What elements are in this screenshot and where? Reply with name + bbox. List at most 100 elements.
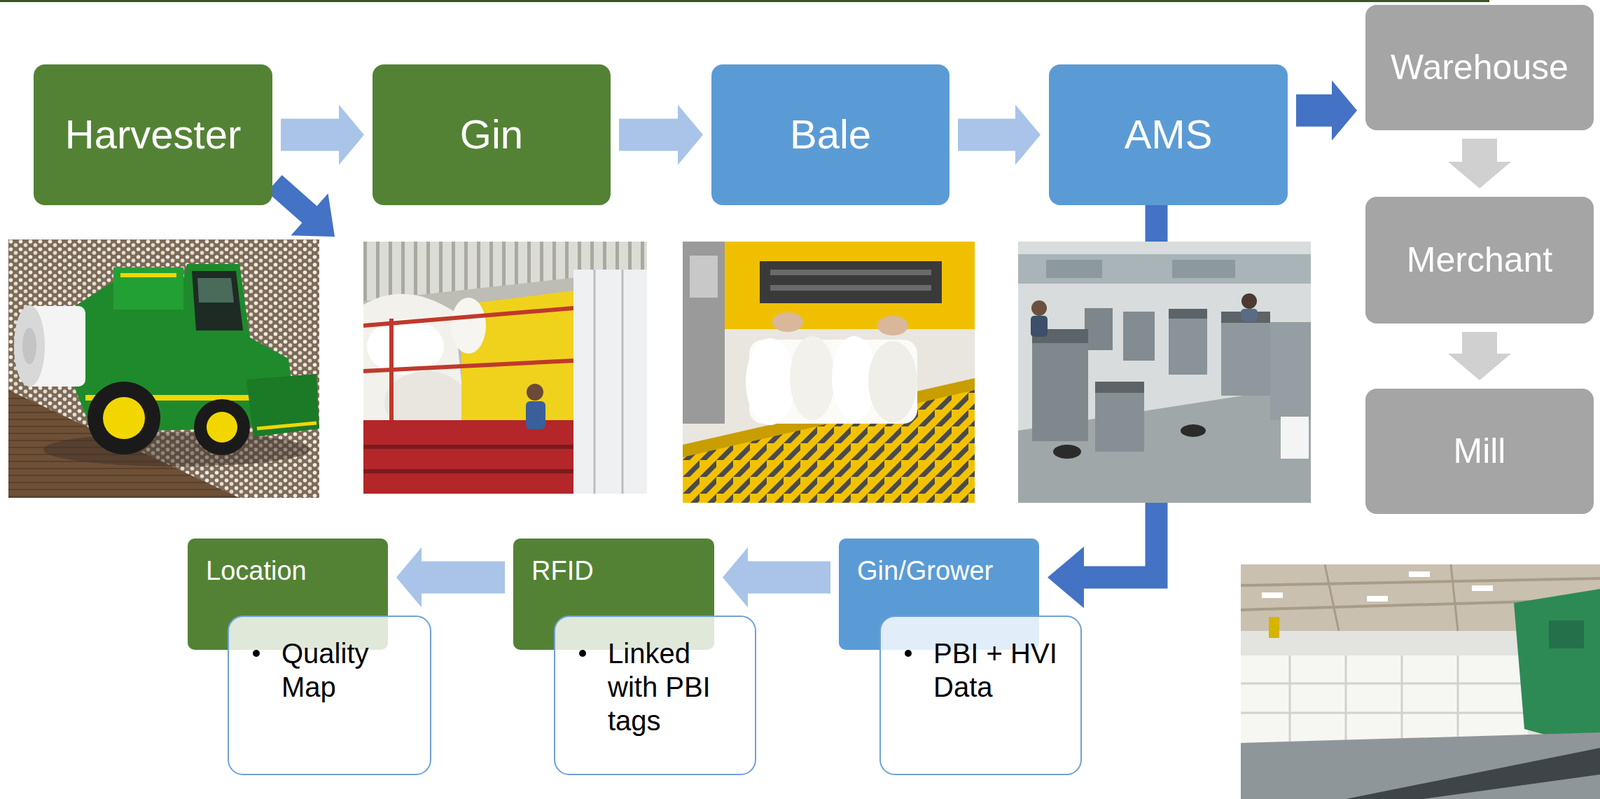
testing-machine-row-part — [1221, 318, 1271, 396]
harvester-machine-part — [87, 381, 161, 455]
warehouse-photo-part — [1261, 592, 1283, 598]
ams-lab-photo-part — [1241, 293, 1257, 309]
arrow-shaft — [420, 561, 505, 594]
bale-stacks-part — [1345, 655, 1348, 743]
flow-arrow — [280, 105, 365, 166]
ams-lab-photo-part — [1046, 259, 1103, 278]
arrow-shaft — [1296, 94, 1333, 127]
bale-photo-part — [877, 315, 909, 336]
box-label: Mill — [1453, 431, 1507, 472]
bale-photo-part — [682, 241, 975, 503]
warehouse-photo — [1240, 564, 1600, 799]
bale-photo-part — [770, 269, 932, 276]
testing-machine-row-part — [1053, 444, 1082, 459]
downstream-box: Mill — [1365, 388, 1594, 514]
warehouse-photo-part — [1268, 616, 1280, 638]
harvester-machine — [14, 263, 320, 467]
bale-stacks-part — [1240, 682, 1528, 685]
gin-photo-part — [525, 401, 546, 430]
bale-stacks-part — [1401, 655, 1404, 743]
box-label: AMS — [1124, 111, 1213, 159]
harvester-machine-part — [102, 397, 145, 440]
bale-photo-part — [682, 241, 725, 424]
box-label: Gin/Grower — [857, 555, 993, 588]
arrow-head — [338, 105, 365, 166]
harvester-machine-part — [113, 267, 184, 310]
pointer-arrow-part — [266, 175, 335, 237]
flow-arrow — [618, 105, 704, 166]
gin-photo — [363, 241, 648, 494]
bullet-dot — [904, 649, 912, 657]
harvester-machine-part — [22, 327, 37, 365]
gin-photo-part — [363, 241, 648, 494]
warehouse-photo-part — [1408, 571, 1430, 577]
bale-photo-part — [724, 241, 975, 330]
box-label: Location — [205, 555, 307, 588]
flow-arrow — [1296, 80, 1358, 141]
warehouse-photo-part — [1548, 620, 1584, 649]
stage-box: Bale — [711, 64, 950, 206]
box-label: Merchant — [1406, 240, 1553, 281]
ams-lab-photo-part — [1172, 259, 1236, 278]
warehouse-photo-part — [1366, 595, 1388, 602]
flow-arrow — [722, 547, 831, 608]
harvester-photo — [8, 239, 320, 498]
bale-stacks-part — [1457, 655, 1460, 743]
detail-box: PBI + HVI Data — [879, 615, 1082, 776]
cotton-bale — [745, 336, 918, 426]
stage-box: Gin — [372, 64, 611, 206]
ams-lab-photo-part — [1018, 241, 1311, 503]
warehouse-photo-part — [1345, 747, 1600, 799]
gin-photo-part — [363, 420, 574, 494]
downstream-box: Warehouse — [1365, 4, 1594, 131]
bale-photo — [682, 241, 975, 503]
box-label: RFID — [531, 555, 594, 588]
detail-box: Linked with PBI tags — [553, 615, 757, 776]
gin-photo-part — [363, 469, 574, 474]
warehouse-photo-part — [1450, 564, 1458, 631]
gin-photo-part — [621, 269, 624, 494]
flow-arrow — [1448, 331, 1512, 381]
gin-photo-part — [363, 308, 574, 326]
detail-box: Quality Map — [227, 615, 432, 776]
warehouse-photo-part — [1240, 578, 1600, 586]
bale-stacks — [1240, 655, 1528, 743]
cotton-bale-part — [745, 338, 795, 426]
testing-machine-row — [1032, 308, 1311, 459]
arrow-head — [1331, 80, 1358, 141]
arrow-shaft — [1462, 138, 1498, 163]
box-label: Bale — [789, 111, 872, 159]
box-label: Warehouse — [1390, 47, 1569, 89]
gin-photo-part — [363, 444, 574, 449]
warehouse-photo-part — [1513, 588, 1600, 750]
downstream-box: Merchant — [1365, 196, 1594, 324]
bale-photo-part — [759, 261, 942, 304]
ams-lab-photo-part — [1280, 416, 1309, 459]
cotton-bale-part — [868, 341, 918, 423]
harvester-photo-part — [8, 239, 320, 498]
testing-machine-row-part — [1123, 311, 1155, 361]
testing-machine-row-part — [1270, 322, 1311, 421]
arrow-shaft — [280, 119, 340, 152]
stage-box: AMS — [1048, 64, 1288, 206]
testing-machine-row-part — [1168, 308, 1208, 319]
ams-lab-photo-part — [1031, 300, 1047, 316]
warehouse-photo-part — [1471, 585, 1493, 591]
bale-stacks-part — [1240, 712, 1528, 715]
bullet-text: Linked with PBI tags — [607, 636, 738, 738]
testing-machine-row-part — [1084, 308, 1113, 351]
harvester-machine-part — [256, 422, 317, 429]
bullet-dot — [579, 649, 587, 657]
arrow-head — [677, 105, 704, 166]
bullet-text: PBI + HVI Data — [933, 636, 1063, 704]
box-label: Gin — [460, 111, 524, 159]
arrow-head — [722, 547, 748, 608]
arrow-head — [1448, 161, 1512, 189]
testing-machine-row-part — [1180, 424, 1206, 437]
flow-arrow — [1448, 138, 1512, 189]
cotton-bale-part — [789, 336, 835, 421]
arrow-shaft — [618, 119, 679, 152]
testing-machine-row-part — [1095, 381, 1145, 393]
harvester-machine-part — [246, 373, 320, 437]
